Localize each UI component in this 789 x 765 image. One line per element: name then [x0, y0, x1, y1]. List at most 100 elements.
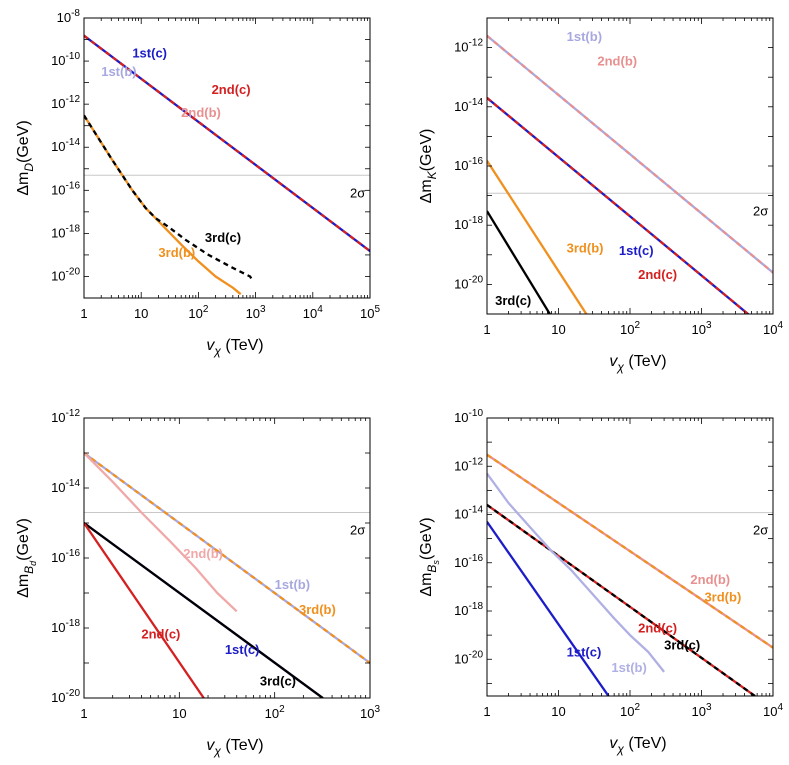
x-tick-label: 104	[763, 702, 783, 719]
y-tick-label: 10-14	[454, 97, 483, 114]
series-line	[84, 522, 205, 698]
series-label: 3rd(b)	[704, 589, 741, 604]
y-tick-label: 10-12	[454, 38, 483, 55]
series-label: 3rd(b)	[299, 602, 336, 617]
y-axis-label: ΔmBs(GeV)	[418, 517, 441, 596]
plot-frame	[83, 17, 371, 299]
x-tick-label: 10	[134, 306, 148, 321]
x-tick-label: 103	[360, 704, 380, 721]
x-tick-label: 1	[80, 306, 87, 321]
series-line	[84, 114, 242, 296]
series-group	[84, 34, 370, 296]
series-label: 1st(c)	[225, 642, 260, 657]
series-label: 3rd(b)	[567, 240, 604, 255]
x-axis-label: vχ (TeV)	[609, 353, 666, 374]
chart-panel-2: 2σ 1 10 102 103 104 10-12 10-14 10-16 10-18 10-20 v…	[418, 17, 783, 374]
series-label: 3rd(b)	[158, 245, 195, 260]
y-axis-label: ΔmBd(GeV)	[15, 518, 38, 598]
series-line	[487, 453, 773, 649]
series-label: 1st(c)	[132, 45, 167, 60]
x-tick-label: 1	[483, 322, 490, 337]
y-tick-label: 10-16	[51, 180, 80, 197]
x-tick-label: 1	[483, 704, 490, 719]
series-label: 2nd(c)	[638, 267, 677, 282]
series-line	[84, 522, 324, 698]
y-tick-label: 10-18	[454, 215, 483, 232]
series-line	[487, 34, 773, 274]
plot-frame	[486, 417, 774, 697]
series-label: 2nd(c)	[638, 620, 677, 635]
y-tick-label: 10-12	[51, 94, 80, 111]
series-label: 2nd(b)	[181, 105, 221, 120]
y-tick-label: 10-14	[51, 478, 80, 495]
series-line	[487, 210, 552, 314]
series-label: 3rd(c)	[664, 638, 700, 653]
y-tick-label: 10-18	[51, 618, 80, 635]
series-line	[84, 452, 370, 664]
series-group	[84, 452, 370, 698]
series-label: 2nd(c)	[212, 82, 251, 97]
series-label: 2nd(b)	[597, 53, 637, 68]
x-tick-label: 103	[691, 702, 711, 719]
x-tick-label: 102	[265, 704, 285, 721]
series-label: 1st(b)	[611, 660, 646, 675]
x-axis-label: vχ (TeV)	[206, 337, 263, 358]
series-line	[487, 97, 750, 314]
series-label: 2nd(b)	[690, 572, 730, 587]
series-label: 2nd(b)	[183, 546, 223, 561]
x-tick-label: 102	[188, 304, 208, 321]
x-tick-label: 104	[763, 320, 783, 337]
series-group	[487, 453, 773, 696]
series-line	[487, 521, 610, 696]
series-line	[487, 472, 666, 673]
y-tick-label: 10-10	[51, 51, 80, 68]
y-tick-label: 10-12	[454, 456, 483, 473]
y-tick-label: 10-18	[454, 601, 483, 618]
x-tick-label: 10	[551, 704, 565, 719]
series-line	[487, 160, 588, 314]
series-label: 1st(c)	[619, 243, 654, 258]
series-label: 3rd(c)	[495, 293, 531, 308]
y-tick-label: 10-16	[51, 548, 80, 565]
x-tick-label: 103	[691, 320, 711, 337]
y-tick-label: 10-20	[51, 266, 80, 283]
series-label: 1st(b)	[101, 64, 136, 79]
y-tick-label: 10-14	[454, 505, 483, 522]
series-line	[84, 114, 254, 282]
series-line	[487, 503, 756, 696]
x-tick-label: 102	[620, 702, 640, 719]
sigma-label: 2σ	[350, 522, 365, 537]
y-tick-label: 10-14	[51, 137, 80, 154]
y-tick-label: 10-10	[454, 408, 483, 425]
x-tick-label: 10	[172, 706, 186, 721]
series-label: 3rd(c)	[260, 673, 296, 688]
sigma-label: 2σ	[350, 185, 365, 200]
x-tick-label: 103	[246, 304, 266, 321]
y-axis-label: ΔmD(GeV)	[15, 120, 36, 195]
x-tick-label: 102	[620, 320, 640, 337]
x-tick-label: 10	[551, 322, 565, 337]
x-tick-label: 105	[360, 304, 380, 321]
y-tick-label: 10-12	[51, 408, 80, 425]
x-axis-label: vχ (TeV)	[609, 735, 666, 756]
series-line	[84, 452, 238, 613]
y-tick-label: 10-20	[454, 274, 483, 291]
x-tick-label: 104	[303, 304, 323, 321]
series-label: 1st(b)	[567, 29, 602, 44]
series-label: 1st(c)	[567, 645, 602, 660]
series-group	[487, 34, 773, 314]
y-tick-label: 10-20	[51, 688, 80, 705]
y-tick-label: 10-16	[454, 156, 483, 173]
x-tick-label: 1	[80, 706, 87, 721]
y-tick-label: 10-20	[454, 649, 483, 666]
series-label: 1st(b)	[275, 577, 310, 592]
series-line	[84, 34, 370, 253]
y-tick-label: 10-16	[454, 553, 483, 570]
series-label: 2nd(c)	[141, 627, 180, 642]
series-label: 3rd(c)	[205, 230, 241, 245]
sigma-label: 2σ	[753, 203, 768, 218]
